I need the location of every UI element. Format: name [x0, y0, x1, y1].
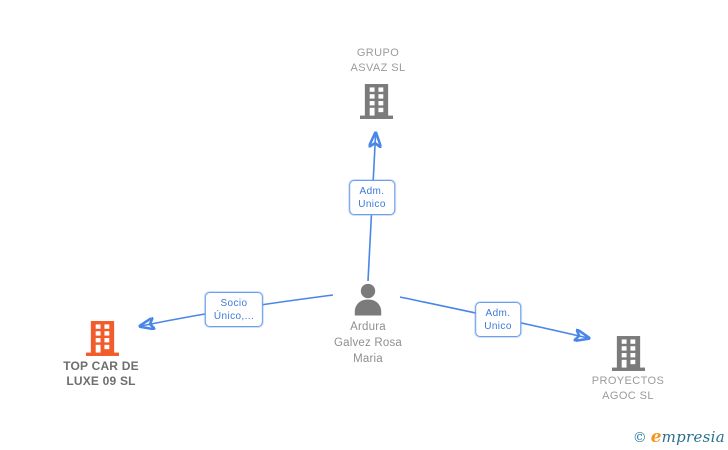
node-label-line: LUXE 09 SL — [66, 374, 136, 388]
node-label-line: TOP CAR DE — [63, 359, 139, 373]
node-label-proyectos[interactable]: PROYECTOS AGOC SL — [592, 374, 664, 404]
edge-label-line: Socio — [220, 298, 248, 309]
node-label-line: Maria — [353, 353, 383, 365]
edge-label-line: Unico — [358, 199, 386, 210]
edge-label-line: Adm. — [485, 308, 511, 319]
copyright-symbol: © — [632, 430, 647, 446]
brand-initial: e — [650, 427, 662, 447]
node-label-line: GRUPO — [356, 47, 400, 59]
company-building-icon-top-car[interactable] — [86, 321, 119, 356]
node-label-line: Ardura — [350, 321, 386, 333]
empresia-logo[interactable]: ©empresia — [633, 427, 725, 447]
edge-label-adm-unico-top[interactable]: Adm. Unico — [349, 180, 395, 215]
edge-label-socio-unico[interactable]: Socio Único,... — [204, 292, 264, 327]
company-building-icon-grupo-asvaz[interactable] — [360, 84, 393, 119]
node-label-line: PROYECTOS — [591, 375, 665, 387]
node-label-line: ASVAZ SL — [350, 62, 406, 74]
edge-label-adm-unico-right[interactable]: Adm. Unico — [475, 302, 521, 337]
edge-label-line: Unico — [484, 321, 512, 332]
node-label-line: Galvez Rosa — [333, 337, 403, 349]
edge-label-line: Único,... — [213, 311, 255, 322]
node-label-top-car[interactable]: TOP CAR DE LUXE 09 SL — [63, 359, 139, 389]
edge-label-line: Adm. — [359, 186, 385, 197]
person-icon[interactable] — [351, 283, 385, 316]
company-building-icon-proyectos[interactable] — [612, 336, 645, 371]
node-label-person[interactable]: Ardura Galvez Rosa Maria — [334, 319, 402, 367]
node-label-line: AGOC SL — [602, 390, 654, 402]
brand-name: mpresia — [661, 428, 725, 446]
node-label-grupo-asvaz[interactable]: GRUPO ASVAZ SL — [351, 46, 406, 76]
